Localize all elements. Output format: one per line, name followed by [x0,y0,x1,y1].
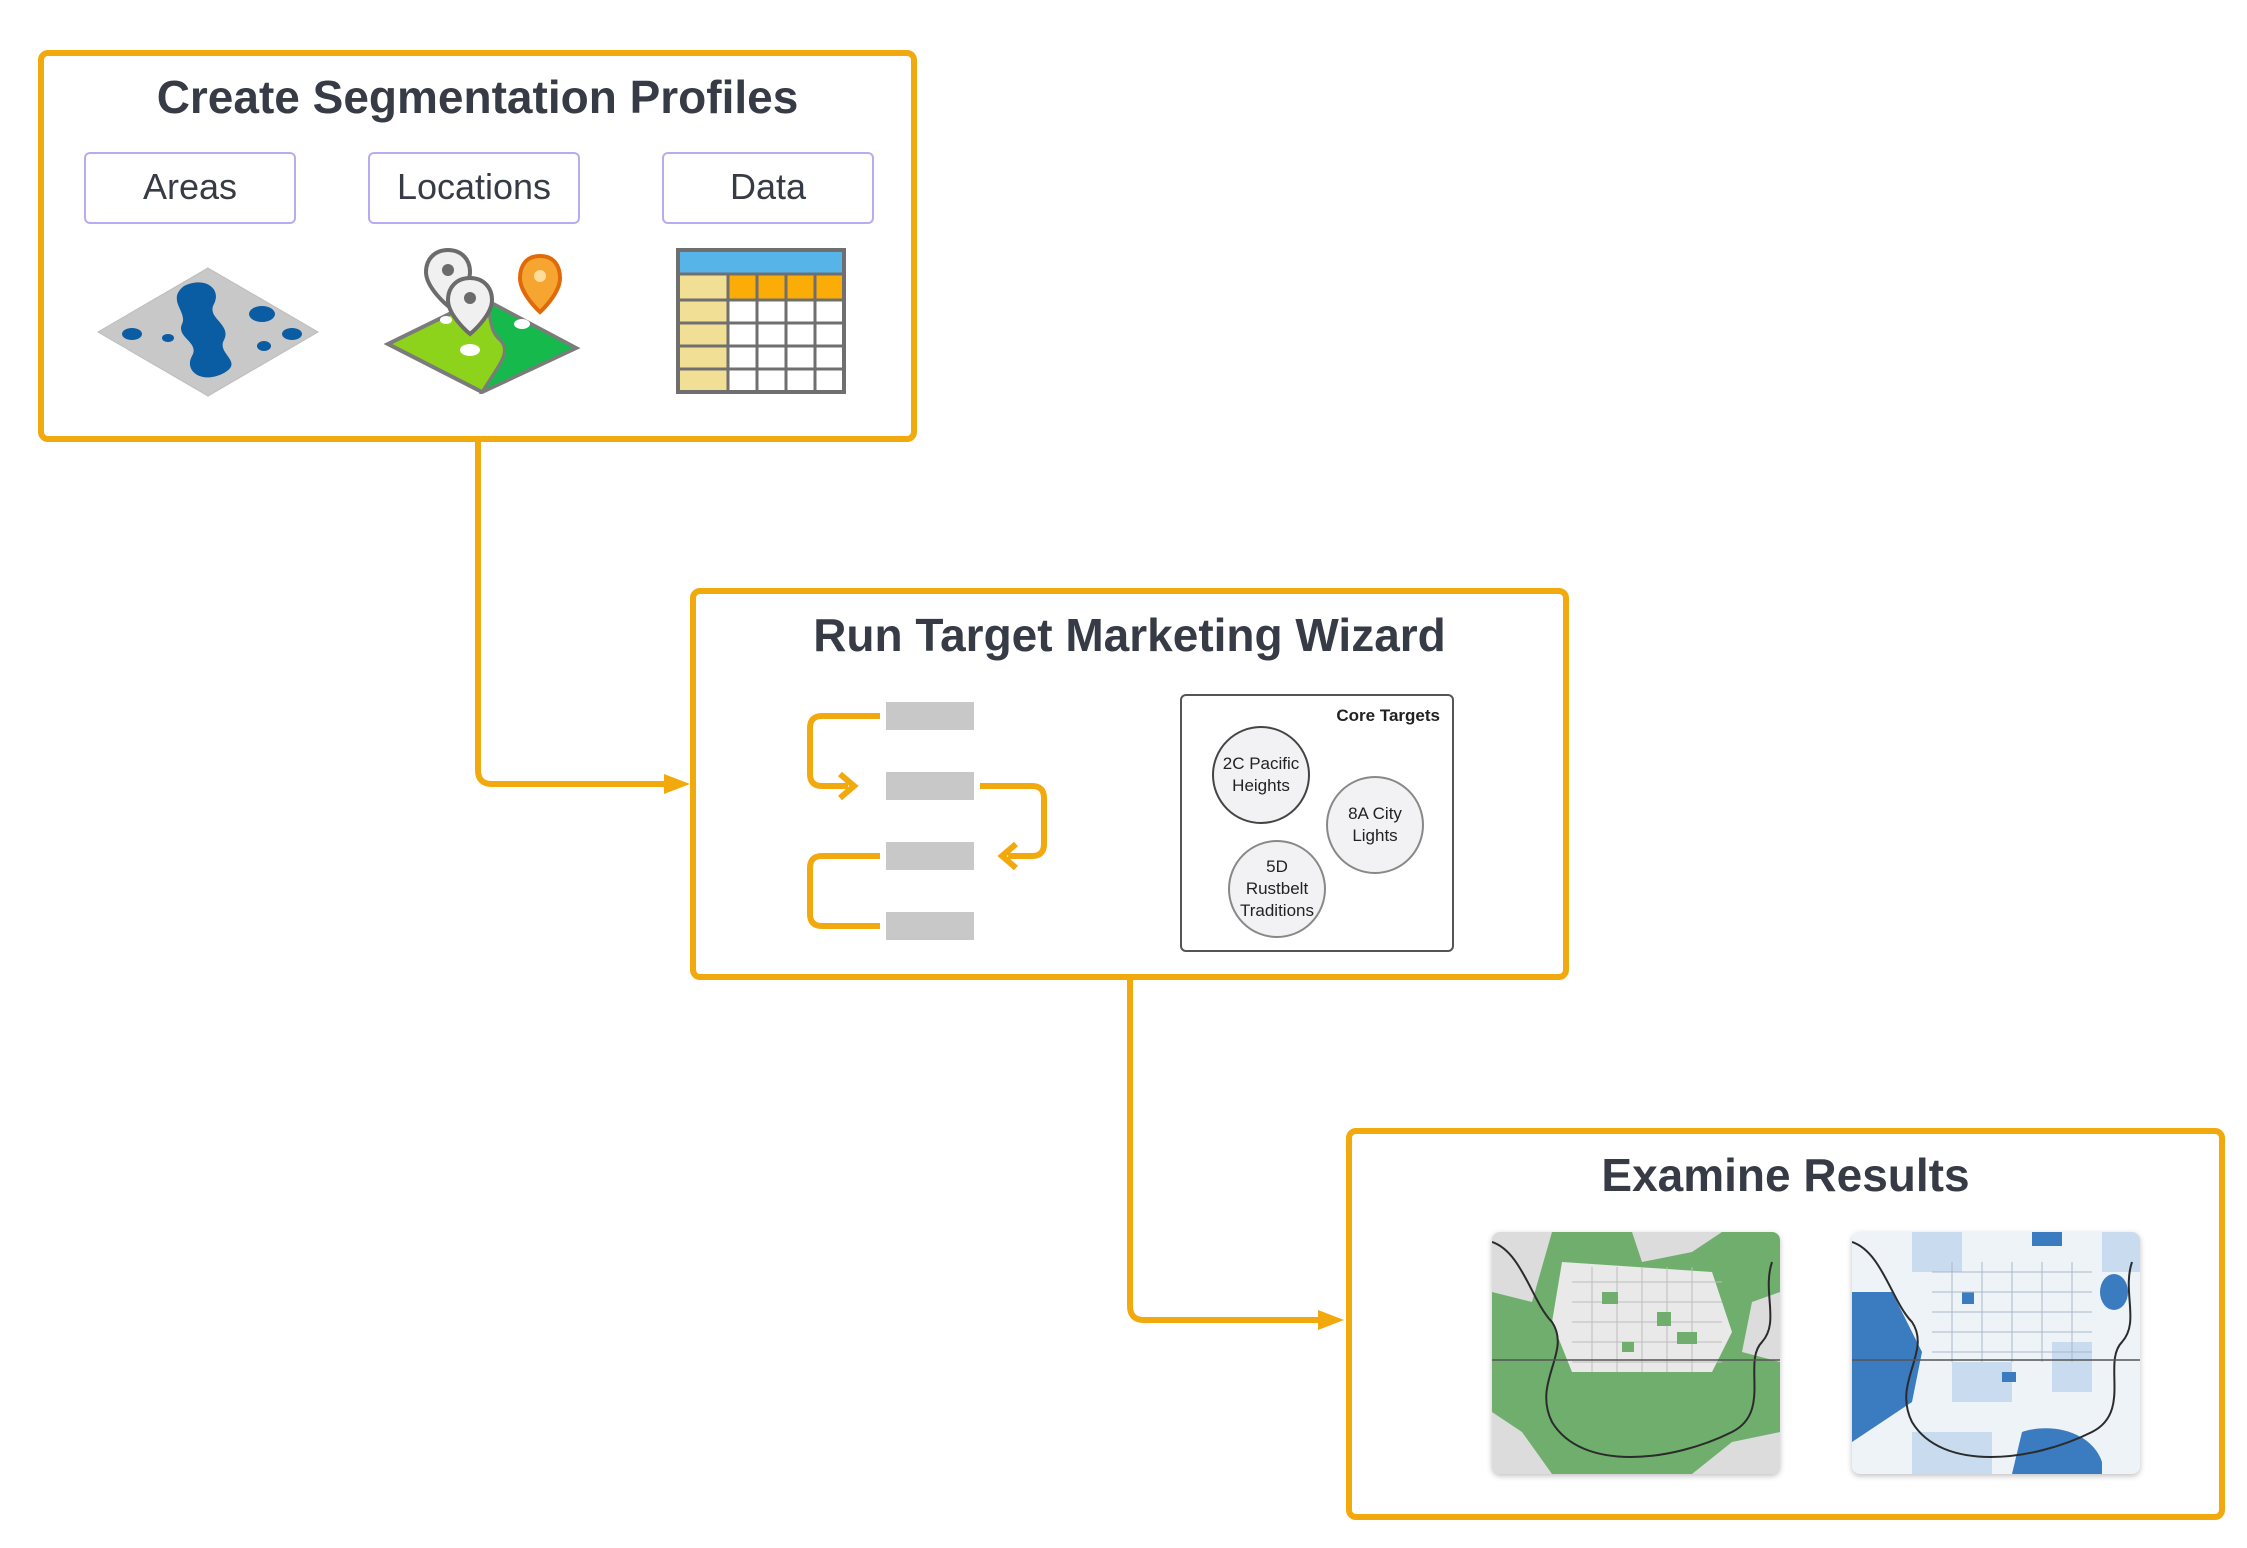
blue-result-map [1852,1232,2140,1474]
green-result-map [1492,1232,1780,1474]
wizard-step-bar [886,842,974,870]
wizard-step-bar [886,912,974,940]
step-create-segmentation-profiles: Create Segmentation Profiles Areas Locat… [38,50,917,442]
step-title: Create Segmentation Profiles [156,71,799,123]
step-title: Run Target Marketing Wizard [813,609,1446,661]
connector-step2-to-step3 [1127,980,1335,1323]
locations-map-icon [383,248,581,394]
tab-areas[interactable]: Areas [84,152,296,224]
connector-step1-to-step2 [475,440,680,787]
step-title: Examine Results [1601,1149,1970,1201]
wizard-step-bar [886,702,974,730]
arrowhead-step3 [1318,1310,1344,1330]
tab-data[interactable]: Data [662,152,874,224]
workflow-steps-icon [807,702,1047,940]
wizard-step-bar [886,772,974,800]
core-targets-panel: Core Targets 2C Pacific Heights 8A City … [1180,694,1454,952]
segment-bubble: 8A City Lights [1326,776,1424,874]
tab-locations[interactable]: Locations [368,152,580,224]
areas-map-icon [97,267,319,397]
data-table-icon [676,248,846,394]
arrowhead-step2 [664,774,690,794]
segment-bubble: 2C Pacific Heights [1212,726,1310,824]
step-run-target-marketing-wizard: Run Target Marketing Wizard Core Targets… [690,588,1569,980]
step-examine-results: Examine Results [1346,1128,2225,1520]
core-targets-title: Core Targets [1336,706,1440,725]
segment-bubble: 5D Rustbelt Traditions [1228,840,1326,938]
